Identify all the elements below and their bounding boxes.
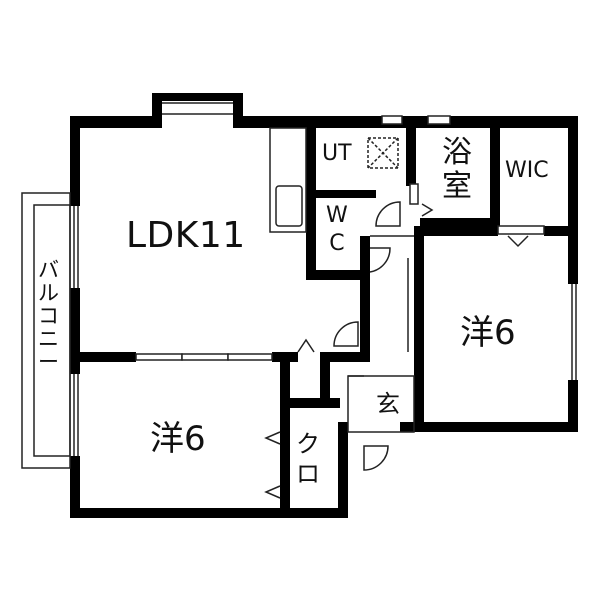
wall-ut-bottom bbox=[306, 190, 376, 198]
bay-wall-top bbox=[152, 93, 243, 101]
wall-ldk-bed-right bbox=[272, 352, 298, 362]
balcony-char-3: コ bbox=[38, 304, 59, 328]
wall-left-mid bbox=[70, 288, 80, 374]
wall-bath-wic bbox=[490, 116, 500, 226]
wall-storage-right bbox=[320, 362, 330, 408]
room-label-utility: UT bbox=[322, 141, 352, 166]
balcony-char-1: バ bbox=[38, 258, 59, 282]
room-label-wic: WIC bbox=[505, 158, 549, 183]
balcony-char-4: ニ bbox=[38, 327, 59, 351]
room-label-balcony: バ ル コ ニ ー bbox=[38, 260, 59, 373]
wall-bottom-left bbox=[70, 508, 346, 518]
wall-left-lower bbox=[70, 456, 80, 518]
wall-ut-left bbox=[306, 116, 316, 198]
wall-right-lower bbox=[568, 380, 578, 432]
balcony-char-5: ー bbox=[38, 350, 59, 374]
wall-ldk-right bbox=[360, 236, 370, 362]
wall-wc-bottom bbox=[306, 270, 370, 280]
bay-wall-right bbox=[233, 93, 243, 125]
room-label-western-left: 洋6 bbox=[150, 419, 206, 459]
wall-wc-left bbox=[306, 190, 316, 280]
room-label-closet: ク ロ bbox=[296, 432, 320, 486]
thin-lines bbox=[21, 102, 577, 499]
room-label-entrance: 玄 bbox=[376, 390, 400, 418]
wc-char-1: W bbox=[326, 203, 348, 228]
wc-char-2: C bbox=[329, 231, 345, 256]
balcony-inner bbox=[33, 204, 71, 457]
room-label-toilet: W C bbox=[326, 205, 348, 255]
bay-wall-left bbox=[152, 93, 162, 125]
balcony-char-2: ル bbox=[38, 281, 59, 305]
walls bbox=[70, 93, 578, 518]
wall-closet-top bbox=[280, 398, 340, 408]
wall-wic-bottom bbox=[544, 226, 578, 236]
room-label-bath: 浴 室 bbox=[442, 138, 472, 202]
wall-top-right bbox=[233, 116, 578, 128]
closet-char-2: ロ bbox=[296, 460, 320, 488]
wall-right-upper bbox=[568, 116, 578, 284]
bath-char-1: 浴 bbox=[442, 135, 472, 170]
room-label-ldk: LDK11 bbox=[126, 215, 246, 256]
wall-bedroom-right-left bbox=[414, 228, 424, 432]
wall-closet-left bbox=[280, 362, 290, 518]
room-label-western-right: 洋6 bbox=[460, 313, 516, 353]
wall-ut-bath bbox=[406, 116, 416, 186]
wall-ldk-bed-end bbox=[320, 352, 368, 362]
wall-bottom-right bbox=[400, 422, 578, 432]
closet-char-1: ク bbox=[296, 430, 320, 458]
wall-left-upper bbox=[70, 116, 80, 206]
wall-ldk-bed-left bbox=[70, 352, 136, 362]
wall-top-left bbox=[70, 116, 162, 128]
bath-char-2: 室 bbox=[442, 169, 472, 204]
wall-bottom-step bbox=[338, 422, 348, 518]
wall-bath-bottom bbox=[420, 218, 500, 228]
wall-bedroom-right-top bbox=[414, 226, 498, 236]
